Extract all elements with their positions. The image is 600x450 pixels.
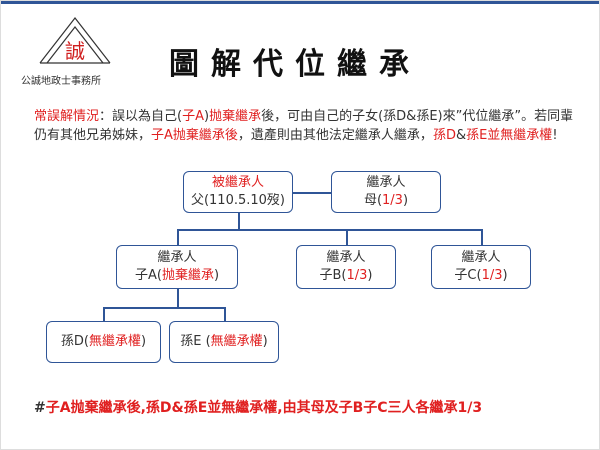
grandchild-e-box: 孫E (無繼承權) [169, 321, 279, 363]
connector [177, 229, 179, 245]
decedent-detail: 父(110.5.10歿) [190, 193, 286, 208]
connector [177, 289, 179, 307]
intro-paragraph: 常誤解情況：誤以為自己(子A)抛棄繼承後，可由自己的子女(孫D&孫E)來”代位繼… [34, 109, 574, 143]
heir-share: 1/3 [382, 193, 403, 208]
heir-label: 繼承人 [157, 250, 197, 265]
text: 子A [182, 109, 204, 124]
text: 後，可由自己的子女(孫D&孫E)來”代位繼承”。若同輩仍有其他兄弟姊妹， [34, 109, 574, 143]
text: ) [402, 193, 409, 208]
connector [177, 229, 482, 231]
footer-note: #子A抛棄繼承後,孫D&孫E並無繼承權,由其母及子B子C三人各繼承1/3 [34, 397, 482, 417]
heir-note: 抛棄繼承 [161, 268, 214, 283]
text: ) [262, 334, 268, 349]
heir-name: 子B( [319, 268, 347, 283]
intro-label: 常誤解情況 [34, 109, 100, 124]
heir-name: 子C( [454, 268, 482, 283]
text: 抛棄繼承 [209, 109, 262, 124]
connector [224, 307, 226, 321]
text: ) [367, 268, 373, 283]
hash: # [34, 400, 46, 416]
heir-name: 孫D( [60, 334, 89, 349]
connector [293, 192, 331, 194]
heir-name: 子A( [134, 268, 162, 283]
child-c-box: 繼承人 子C(1/3) [431, 245, 531, 289]
heir-note: 無繼承權 [210, 334, 263, 349]
heir-share: 1/3 [346, 268, 368, 283]
connector [481, 229, 483, 245]
heir-name: 孫E ( [180, 334, 211, 349]
text: ) [141, 334, 147, 349]
child-b-box: 繼承人 子B(1/3) [296, 245, 396, 289]
top-bar [1, 1, 599, 4]
connector [103, 307, 105, 321]
grandchild-d-box: 孫D(無繼承權) [46, 321, 161, 363]
decedent-label: 被繼承人 [211, 175, 264, 190]
heir-note: 無繼承權 [89, 334, 142, 349]
connector [346, 229, 348, 245]
page-title: 圖解代位繼承 [169, 47, 421, 82]
decedent-box: 被繼承人 父(110.5.10歿) [183, 171, 293, 213]
text: 孫E並無繼承權 [466, 128, 553, 143]
text: ) [502, 268, 508, 283]
text: ：誤以為自己( [99, 109, 183, 124]
heir-share: 1/3 [481, 268, 503, 283]
text: ! [552, 128, 558, 143]
text: ) [213, 268, 220, 283]
connector [238, 213, 240, 229]
text: ，遺產則由其他法定繼承人繼承， [237, 128, 433, 143]
text: & [455, 128, 467, 143]
connector [103, 307, 225, 309]
text: 孫D [432, 128, 456, 143]
heir-name: 母( [363, 193, 383, 208]
footer-text: 子A抛棄繼承後,孫D&孫E並無繼承權,由其母及子B子C三人各繼承1/3 [45, 400, 483, 416]
mother-box: 繼承人 母(1/3) [331, 171, 441, 213]
logo-name: 公誠地政士事務所 [21, 76, 101, 87]
heir-label: 繼承人 [366, 175, 406, 190]
logo-icon: 誠 [39, 17, 111, 64]
heir-label: 繼承人 [326, 250, 366, 265]
text: 子A抛棄繼承後 [151, 128, 238, 143]
logo-char: 誠 [65, 39, 85, 63]
heir-label: 繼承人 [461, 250, 501, 265]
child-a-box: 繼承人 子A(抛棄繼承) [116, 245, 238, 289]
